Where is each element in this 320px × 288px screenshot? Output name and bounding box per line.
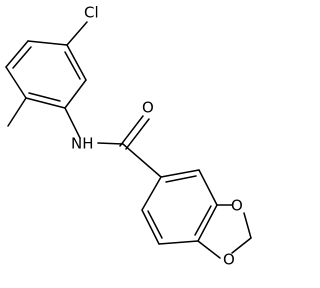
bond-dioxole-o-c-lower bbox=[197, 240, 221, 259]
bond-ring2-c6-c1 bbox=[141, 176, 162, 211]
bond-n-carbonyl bbox=[97, 142, 124, 145]
carbonyl-oxygen-label: O bbox=[142, 99, 154, 117]
bond-methyl bbox=[7, 97, 27, 127]
chlorotoluene-ring bbox=[5, 40, 87, 109]
bond-ring2-inner-double-3 bbox=[147, 210, 163, 239]
chlorine-label: Cl bbox=[84, 4, 99, 22]
bond-ring1-inner-double-1 bbox=[28, 92, 61, 102]
bond-ring1-c2-c3 bbox=[5, 66, 27, 99]
dioxole-oxygen-upper-label: O bbox=[231, 197, 243, 215]
bond-ring1-inner-double-2 bbox=[12, 46, 32, 69]
bond-ring1-c3-c4 bbox=[5, 40, 29, 68]
bond-dioxole-ch2-o-lower bbox=[231, 237, 252, 254]
bond-carbonyl-double-2 bbox=[125, 118, 150, 150]
bond-ring2-inner-double-1 bbox=[165, 175, 197, 183]
nh-label: NH bbox=[71, 135, 94, 153]
bond-ring1-c4-c5 bbox=[27, 40, 68, 46]
dioxole-ring bbox=[197, 204, 252, 259]
bond-ring2-c4-c5 bbox=[158, 240, 199, 245]
bond-ring2-c1-c2 bbox=[160, 169, 200, 178]
chemical-structure-diagram: Cl NH O O O bbox=[5, 4, 252, 269]
bond-ring1-c1-c2 bbox=[25, 97, 66, 109]
bond-c-n bbox=[64, 107, 81, 139]
bond-carbonyl-double-1 bbox=[119, 115, 144, 147]
bond-dioxole-o-ch2-upper bbox=[243, 212, 252, 239]
bond-ring2-inner-double-2 bbox=[194, 205, 212, 236]
bond-ring2-c3-c4 bbox=[197, 204, 218, 242]
bond-ring1-inner-double-3 bbox=[64, 51, 81, 80]
bond-ring2-c2-c3 bbox=[198, 169, 218, 206]
dioxole-oxygen-lower-label: O bbox=[223, 251, 235, 269]
bond-ring2-c5-c6 bbox=[141, 209, 160, 245]
bond-ring1-c6-c1 bbox=[64, 79, 87, 109]
bond-carbonyl-ring bbox=[122, 143, 162, 178]
bond-c-cl bbox=[66, 21, 88, 46]
benzodioxole-ring bbox=[141, 169, 218, 245]
bond-ring1-c5-c6 bbox=[66, 44, 87, 81]
